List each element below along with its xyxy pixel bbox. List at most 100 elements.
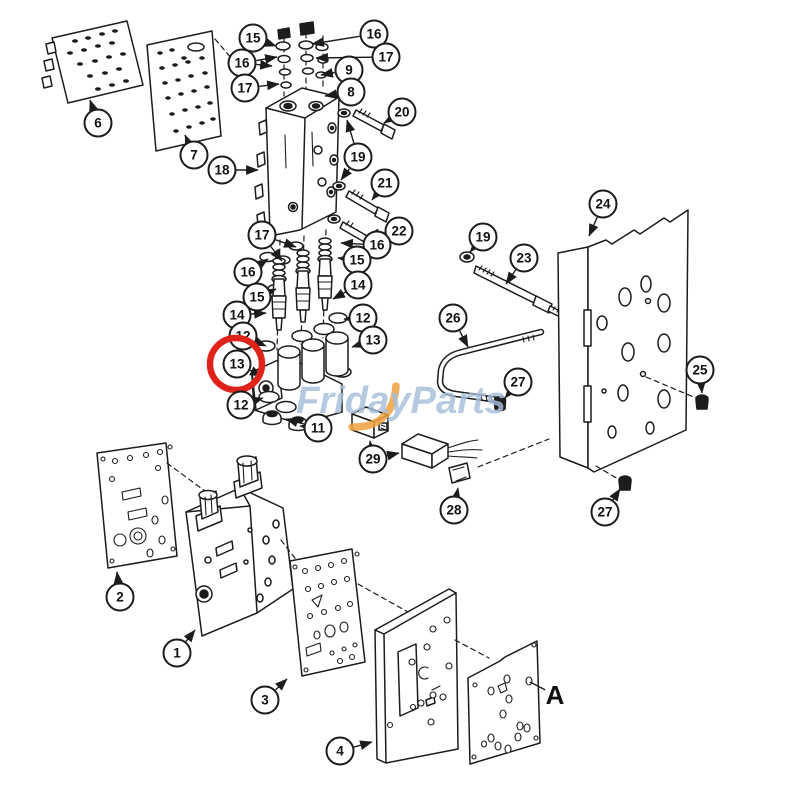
callout-16: 16 [340, 230, 392, 260]
callout-1: 1 [162, 629, 196, 668]
callout-3: 3 [250, 678, 288, 715]
callout-8: 8 [324, 77, 366, 107]
svg-text:13: 13 [229, 357, 245, 372]
svg-text:22: 22 [391, 224, 406, 239]
svg-text:15: 15 [249, 290, 265, 305]
svg-text:28: 28 [446, 503, 462, 518]
callout-A: A [529, 680, 565, 710]
callout-13: 13 [351, 325, 388, 355]
callout-11: 11 [285, 413, 333, 443]
callout-16: 16 [227, 48, 278, 78]
watermark-swoosh [348, 382, 400, 431]
svg-text:24: 24 [595, 197, 611, 212]
svg-text:9: 9 [345, 63, 353, 78]
svg-text:27: 27 [510, 375, 525, 390]
callout-24: 24 [588, 189, 618, 237]
callout-layer: 6715161716179820181921221615171615141412… [83, 19, 715, 766]
svg-text:11: 11 [311, 421, 326, 436]
svg-text:25: 25 [692, 363, 708, 378]
gasket-plate-3 [289, 548, 366, 677]
callout-17: 17 [230, 73, 280, 103]
svg-text:15: 15 [245, 31, 261, 46]
separator-plate-4 [374, 588, 459, 764]
wire-connector [401, 433, 483, 469]
svg-text:8: 8 [347, 85, 355, 100]
dash-1-to-3 [280, 539, 299, 563]
callout-7: 7 [179, 134, 209, 170]
svg-text:1: 1 [173, 646, 181, 661]
svg-text:16: 16 [240, 265, 256, 280]
svg-text:19: 19 [475, 230, 490, 245]
svg-text:18: 18 [214, 163, 230, 178]
callout-20: 20 [383, 97, 417, 127]
watermark-text: FridayParts [296, 380, 506, 422]
callout-15: 15 [238, 23, 277, 53]
callout-15: 15 [337, 245, 372, 275]
svg-text:3: 3 [261, 693, 269, 708]
clip-28 [448, 462, 471, 484]
callout-16: 16 [233, 257, 269, 287]
valve-body-18 [254, 87, 340, 237]
svg-text:27: 27 [597, 505, 612, 520]
callout-25: 25 [685, 355, 715, 394]
lower-valve-block [251, 331, 349, 432]
callout-12: 12 [343, 303, 378, 333]
svg-text:19: 19 [350, 150, 365, 165]
callout-17: 17 [247, 220, 297, 262]
dash-3-to-4 [357, 583, 409, 613]
highlight-ring [206, 334, 266, 394]
callout-19: 19 [340, 119, 373, 181]
callout-27: 27 [590, 488, 621, 527]
svg-text:17: 17 [237, 81, 252, 96]
svg-text:20: 20 [394, 105, 409, 120]
callout-14: 14 [332, 270, 373, 300]
svg-text:14: 14 [229, 308, 245, 323]
callout-13: 13 [206, 334, 266, 394]
nut-25 [695, 394, 709, 410]
svg-text:17: 17 [378, 50, 393, 65]
callout-16: 16 [311, 19, 389, 49]
callout-27: 27 [503, 367, 533, 399]
svg-text:17: 17 [254, 228, 269, 243]
svg-text:23: 23 [516, 251, 532, 266]
washers-19 [327, 108, 351, 224]
gasket-plate-2 [96, 442, 178, 569]
callout-19: 19 [468, 222, 498, 253]
svg-text:29: 29 [365, 452, 380, 467]
svg-text:7: 7 [190, 148, 198, 163]
callout-4: 4 [325, 736, 373, 766]
callout-18: 18 [207, 155, 259, 185]
nut-27-upper [493, 395, 507, 412]
callout-6: 6 [83, 99, 113, 138]
callout-29: 29 [358, 440, 400, 474]
callout-2: 2 [105, 571, 135, 612]
nut-27-lower [618, 475, 632, 491]
svg-text:16: 16 [366, 27, 382, 42]
svg-text:21: 21 [377, 176, 393, 191]
callout-23: 23 [505, 243, 539, 285]
svg-text:A: A [546, 680, 565, 710]
svg-text:15: 15 [349, 253, 365, 268]
svg-text:6: 6 [94, 116, 102, 131]
callout-28: 28 [439, 487, 469, 525]
callout-21: 21 [370, 168, 400, 201]
svg-text:12: 12 [233, 398, 248, 413]
svg-text:4: 4 [336, 744, 344, 759]
tie-rod-23 [473, 265, 563, 318]
dash-to-nut-25 [645, 376, 697, 399]
bolt-20 [352, 108, 396, 140]
callout-12: 12 [226, 390, 264, 420]
gasket-plate-6 [41, 20, 144, 104]
svg-text:2: 2 [116, 590, 124, 605]
mounting-plate-24 [557, 209, 689, 473]
dash-4-to-a [454, 639, 490, 659]
valve-section-1 [185, 455, 294, 637]
dash-clip-plate [477, 438, 619, 480]
washer-19-right [459, 251, 475, 263]
svg-text:16: 16 [369, 238, 385, 253]
watermark: FridayParts ® [296, 380, 517, 431]
callout-26: 26 [438, 303, 469, 348]
svg-text:16: 16 [234, 56, 250, 71]
